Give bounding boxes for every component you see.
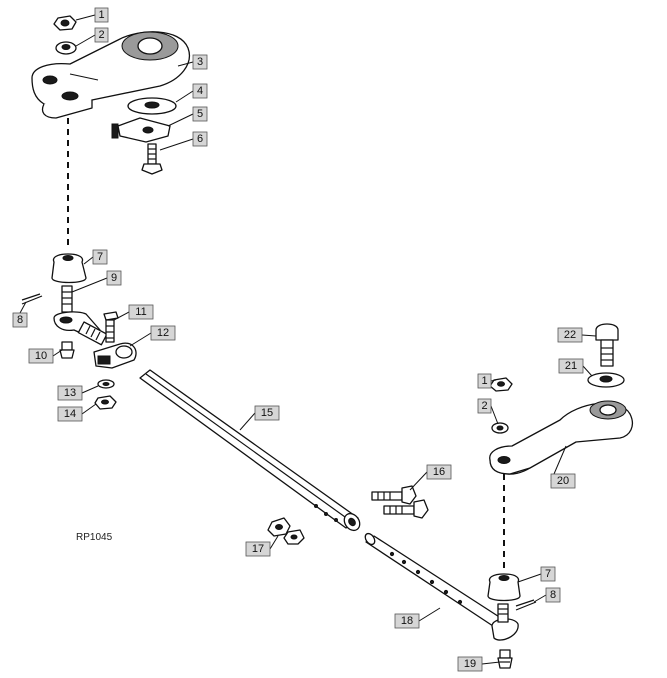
callout-9: 9 (106, 270, 122, 286)
callout-19: 19 (457, 656, 483, 672)
tie-rod-part-15 (139, 369, 361, 532)
dust-boot-part-7-right (487, 573, 521, 602)
nut-part-1-right (489, 377, 513, 392)
callout-6: 6 (192, 131, 208, 147)
svg-text:2: 2 (481, 400, 487, 412)
washer-part-2-right (491, 422, 509, 434)
nut-part-1 (53, 15, 77, 31)
callout-4: 4 (192, 83, 208, 99)
svg-text:8: 8 (17, 314, 23, 326)
bolt-part-11 (103, 311, 119, 343)
svg-text:20: 20 (557, 475, 569, 487)
callout-2: 2 (94, 27, 109, 43)
tie-rod-tube-part-18 (364, 532, 519, 641)
svg-text:12: 12 (157, 327, 169, 339)
svg-text:18: 18 (401, 615, 413, 627)
svg-text:16: 16 (433, 466, 445, 478)
callout-10: 10 (28, 348, 54, 364)
nut-part-14 (94, 395, 117, 410)
svg-text:2: 2 (98, 29, 104, 41)
left-ball-joint-assembly (21, 253, 137, 410)
callout-8: 8 (12, 312, 28, 328)
tie-rod-end (53, 311, 108, 346)
svg-text:17: 17 (252, 543, 264, 555)
svg-text:11: 11 (135, 306, 146, 318)
svg-text:13: 13 (64, 387, 76, 399)
upper-steering-arm-assembly (31, 15, 190, 250)
steering-arm-part-20 (489, 400, 634, 475)
svg-text:6: 6 (197, 133, 203, 145)
callout-21: 21 (558, 358, 584, 374)
ball-stud-part-9 (61, 285, 73, 313)
svg-text:1: 1 (481, 375, 487, 387)
svg-text:1: 1 (98, 9, 104, 21)
right-steering-arm-assembly (487, 323, 634, 611)
svg-text:8: 8 (550, 589, 556, 601)
svg-text:21: 21 (565, 360, 577, 372)
clip-part-5 (111, 117, 171, 143)
svg-text:14: 14 (64, 408, 76, 420)
svg-text:19: 19 (464, 658, 476, 670)
grease-fitting-part-19 (497, 649, 513, 669)
steering-arm-part-3 (31, 31, 190, 119)
svg-text:3: 3 (197, 56, 203, 68)
lock-washer-part-13 (97, 379, 115, 389)
callout-12: 12 (150, 325, 176, 341)
callout-20: 20 (550, 473, 576, 489)
callout-leaders (19, 14, 597, 665)
callout-8-right: 8 (545, 587, 561, 603)
clamp-part-12 (93, 342, 137, 369)
svg-text:10: 10 (35, 350, 47, 362)
callout-16: 16 (426, 464, 452, 480)
callout-1-right: 1 (477, 373, 492, 389)
bolt-part-22 (595, 323, 619, 367)
callout-18: 18 (394, 613, 420, 629)
dust-boot-part-7-left (51, 253, 87, 284)
svg-text:5: 5 (197, 108, 203, 120)
svg-text:4: 4 (197, 85, 203, 97)
cotter-pin-part-8-right (515, 599, 537, 611)
callout-14: 14 (57, 406, 83, 422)
svg-text:7: 7 (545, 568, 551, 580)
washer-part-21 (587, 372, 625, 388)
callout-1: 1 (94, 7, 109, 23)
figure-reference-code: RP1045 (76, 532, 113, 543)
bolts-part-16 (371, 485, 429, 519)
callout-7-right: 7 (540, 566, 556, 582)
callout-22: 22 (557, 327, 583, 343)
callout-15: 15 (254, 405, 280, 421)
washer-part-2 (55, 41, 77, 55)
nuts-part-17 (267, 517, 305, 545)
callout-5: 5 (192, 106, 208, 122)
callout-3: 3 (192, 54, 208, 70)
callout-labels: 1 2 3 4 5 6 7 8 (12, 7, 584, 672)
callout-17: 17 (245, 541, 271, 557)
callout-11: 11 (128, 304, 154, 320)
callout-13: 13 (57, 385, 83, 401)
cotter-pin-part-8-left (21, 293, 43, 305)
svg-text:22: 22 (564, 329, 576, 341)
callout-7: 7 (92, 249, 108, 265)
svg-text:7: 7 (97, 251, 103, 263)
bolt-part-6 (141, 143, 163, 175)
callout-2-right: 2 (477, 398, 492, 414)
svg-text:15: 15 (261, 407, 273, 419)
washer-part-4 (127, 97, 177, 115)
grease-fitting-part-10 (59, 341, 75, 359)
svg-text:9: 9 (111, 272, 117, 284)
